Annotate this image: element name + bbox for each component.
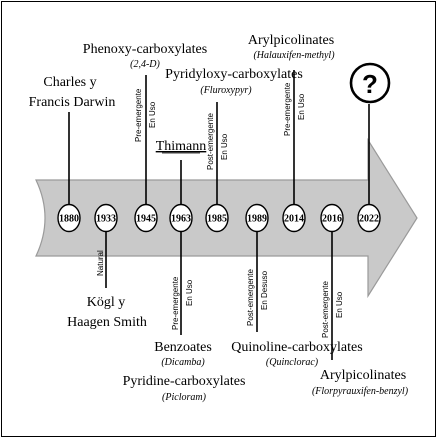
event-1985-note-line1: Post-emergente <box>206 113 215 170</box>
year-label: 1989 <box>247 214 267 225</box>
event-1945-title: Phenoxy-carboxylates <box>83 42 207 57</box>
event-1985-title: Pyridyloxy-carboxylates <box>165 67 303 82</box>
event-2014-note-line2: En Uso <box>297 93 306 120</box>
unknown-future-icon: ? <box>349 62 391 104</box>
event-2014-compound: (Halauxifen-methyl) <box>253 50 335 61</box>
event-2016-compound: (Florpyrauxifen-benzyl) <box>312 386 409 397</box>
year-node-2016: 2016 <box>320 203 344 233</box>
event-1963-benzoates-compound: (Dicamba) <box>161 357 205 368</box>
year-node-1985: 1985 <box>205 203 229 233</box>
year-label: 1985 <box>207 214 227 225</box>
year-label: 1880 <box>59 214 79 225</box>
event-1989-note-line1: Post-emergente <box>246 269 255 326</box>
event-1963-pyridine-title: Pyridine-carboxylates <box>123 374 246 389</box>
event-1933-note: Natural <box>96 250 105 276</box>
year-label: 1963 <box>171 214 191 225</box>
year-label: 1945 <box>136 214 156 225</box>
event-2014-title: Arylpicolinates <box>248 33 334 48</box>
year-node-2014: 2014 <box>282 203 306 233</box>
event-2016-note-line2: En Uso <box>335 291 344 318</box>
event-1880-title-line1: Charles y <box>43 75 96 90</box>
event-1963-pyridine-compound: (Picloram) <box>162 392 207 403</box>
event-1963-bottom-note-line2: En Uso <box>185 279 194 306</box>
year-node-1933: 1933 <box>94 203 118 233</box>
event-2016-title: Arylpicolinates <box>320 368 406 383</box>
year-node-1945: 1945 <box>134 203 158 233</box>
year-label: 2016 <box>322 214 342 225</box>
event-1989-compound: (Quinclorac) <box>266 357 319 368</box>
event-1985-note-line2: En Uso <box>220 133 229 160</box>
event-1989-note-line2: En Desuso <box>260 270 269 310</box>
year-label: 2022 <box>359 214 379 225</box>
event-1963-top-title: Thimann <box>156 139 207 154</box>
event-1985-compound: (Fluroxypyr) <box>200 85 252 96</box>
year-node-1963: 1963 <box>169 203 193 233</box>
event-1945-compound: (2,4-D) <box>130 59 160 70</box>
svg-text:?: ? <box>362 69 378 99</box>
event-1989-title: Quinoline-carboxylates <box>231 340 362 355</box>
event-1880-title-line2: Francis Darwin <box>29 95 116 110</box>
year-node-1880: 1880 <box>57 203 81 233</box>
year-node-2022: 2022 <box>357 203 381 233</box>
event-1945-note-line2: En Uso <box>148 101 157 128</box>
event-1933-title-line1: Kögl y <box>87 295 126 310</box>
event-1933-title-line2: Haagen Smith <box>67 315 147 330</box>
event-1945-note-line1: Pre-emergente <box>134 88 143 142</box>
event-2016-note-line1: Post-emergente <box>321 281 330 338</box>
event-1963-benzoates-title: Benzoates <box>154 340 212 355</box>
year-label: 2014 <box>284 214 304 225</box>
year-label: 1933 <box>96 214 116 225</box>
event-2014-note-line1: Pre-emergente <box>283 82 292 136</box>
event-1963-bottom-note-line1: Pre-emergente <box>171 276 180 330</box>
year-node-1989: 1989 <box>245 203 269 233</box>
